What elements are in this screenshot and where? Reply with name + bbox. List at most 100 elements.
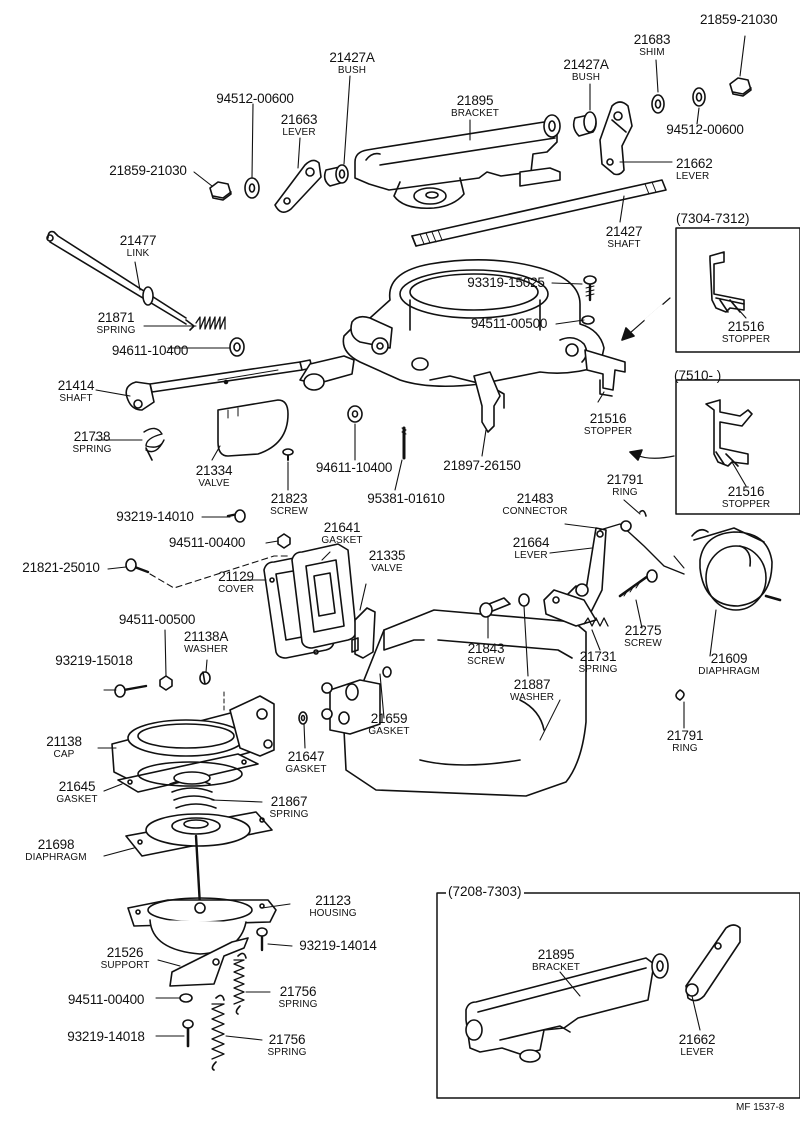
lever-21662-drawing [599,101,633,176]
washer-94511-00400-drawing [277,533,291,549]
lever-21664-drawing [565,527,607,619]
inset-7208-bracket-drawing [465,953,669,1063]
bush-21427a-right-drawing [572,111,597,137]
carburetor-upper-body-drawing [342,259,605,409]
housing-21123-drawing [127,897,277,955]
label-94511-00400-mid: 94511-00400 [168,535,246,550]
label-93219-15018: 93219-15018 [55,653,133,668]
connector-21483-drawing [599,509,685,575]
bush-21427a-left-drawing [323,164,349,187]
screw-93219-15018-drawing [114,684,148,698]
washer-94511-00400-lower-drawing [179,993,193,1003]
diaphragm-21698-drawing [125,811,273,908]
figure-code: MF 1537-8 [736,1102,785,1113]
label-93219-14018: 93219-14018 [67,1029,145,1044]
screw-93219-14018-drawing [182,1019,194,1048]
throttle-lever-drawing [299,355,355,391]
washer-94511-00500-drawing [159,675,173,691]
inset-7304-stopper-drawing [709,251,745,313]
label-93219-14014: 93219-14014 [299,938,377,953]
shaft-21427-drawing [411,179,667,247]
gasket-21647-drawing [298,711,308,725]
leader-lines-lower-left [97,629,293,1041]
spring-21756-lower-drawing [211,994,225,1071]
screw-93219-14010-drawing [226,509,246,523]
washer-94512-left-drawing [244,177,260,199]
label-94611-10400-link: 94611-10400 [111,343,189,358]
arrow-from-7510-inset [629,449,675,461]
spring-21871-drawing [195,316,226,330]
screw-93219-14014-drawing [256,927,268,952]
label-93319-15025: 93319-15025 [467,275,545,290]
leader-lines-middle [94,261,605,491]
cap-21138-drawing [111,691,275,785]
inset-box-7510 [675,379,800,515]
inset-7510-stopper-drawing [705,399,753,467]
nut-21859-left-drawing [209,181,232,201]
label-95381-01610: 95381-01610 [367,491,445,506]
ring-21791-lower-drawing [675,689,685,701]
valve-21335-drawing [351,607,376,659]
diaphragm-21609-drawing [691,527,782,611]
label-94511-00500-low: 94511-00500 [118,612,196,627]
screw-21823-drawing [282,448,294,461]
inset-title-7304: (7304-7312) [676,211,750,226]
label-94511-00400-low: 94511-00400 [67,992,145,1007]
leader-lines-top [193,35,746,223]
plate-drawing [543,589,597,627]
carburetor-lower-body-drawing [321,609,587,797]
screw-21275-drawing [618,569,658,598]
screw-21821-drawing [125,558,150,574]
support-21526-drawing [169,937,249,987]
arrow-to-7304-inset [621,297,671,341]
screw-93319-drawing [583,275,597,302]
spring-21867-drawing [169,771,217,809]
inset-box-7304 [675,227,800,353]
stopper-21516-installed-drawing [584,349,626,397]
inset-title-7510: (7510- ) [674,368,722,383]
nut-94611-link-drawing [229,337,245,357]
label-21859-21030-left: 21859-21030 [109,163,187,178]
spring-21731-drawing [583,617,609,627]
lever-21663-drawing [274,159,322,213]
spring-21756-upper-drawing [233,952,247,1015]
valve-21334-drawing [217,399,289,457]
bracket-21895-drawing [354,114,561,210]
